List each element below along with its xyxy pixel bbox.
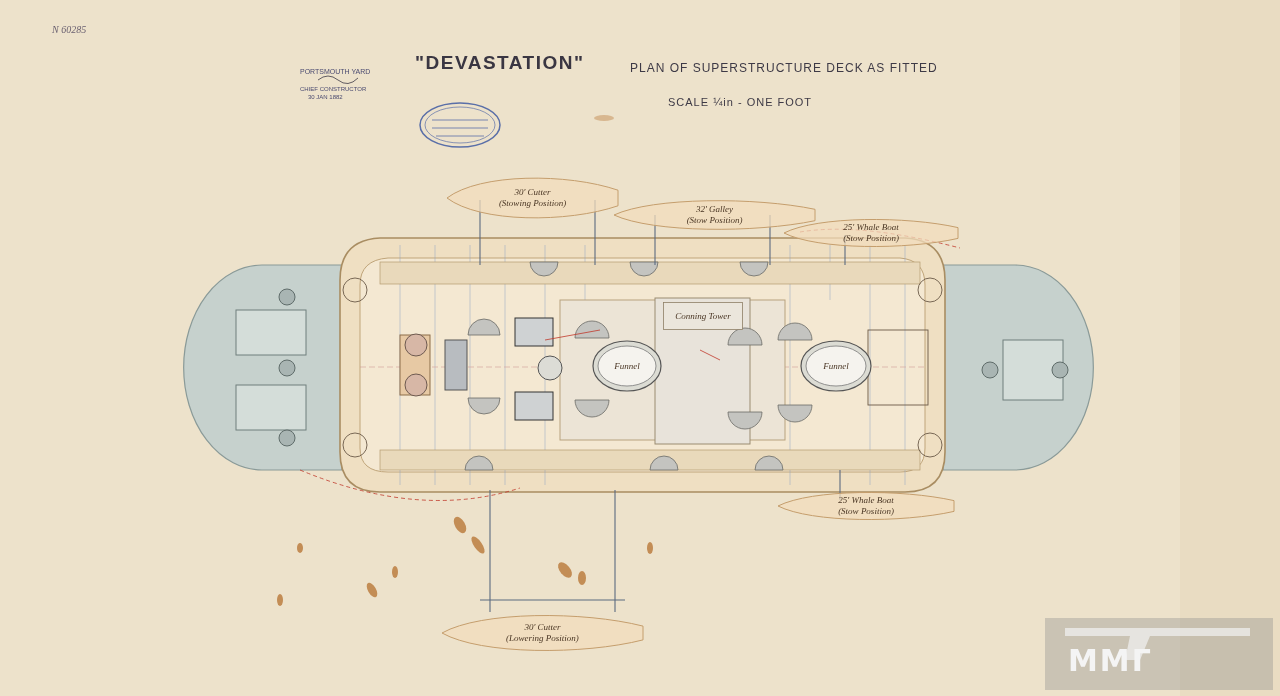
davits bbox=[480, 200, 845, 612]
funnel-outer bbox=[593, 341, 661, 391]
boat-name: Conning Tower bbox=[675, 311, 730, 322]
yard-stamp: PORTSMOUTH YARD bbox=[300, 68, 370, 75]
frame-lines bbox=[360, 245, 925, 485]
fittings bbox=[343, 278, 942, 457]
boat-hull bbox=[614, 201, 815, 230]
boat-name: 30' Cutter bbox=[524, 622, 560, 633]
red-lines bbox=[300, 229, 960, 500]
hatch bbox=[236, 385, 306, 430]
ventilators bbox=[465, 262, 812, 470]
boat-outline: 32' Galley(Stow Position) bbox=[612, 196, 817, 234]
boat-name: 25' Whale Boat bbox=[838, 495, 893, 506]
machinery bbox=[400, 318, 562, 420]
drawing-number: N 60285 bbox=[52, 24, 86, 35]
boat-name: 25' Whale Boat bbox=[843, 222, 898, 233]
signature bbox=[318, 76, 358, 84]
boat-name: 32' Galley bbox=[696, 204, 733, 215]
tower-box: Conning Tower bbox=[663, 302, 743, 330]
watermark-box bbox=[1045, 618, 1273, 690]
tower-frame bbox=[664, 303, 743, 330]
paper-stain bbox=[1180, 0, 1280, 696]
position-note: (Lowering Position) bbox=[506, 633, 579, 644]
boat-outline: 30' Cutter(Stowing Position) bbox=[445, 172, 620, 224]
stamp-title: CHIEF CONSTRUCTOR bbox=[300, 86, 366, 92]
walkway bbox=[380, 450, 920, 470]
stamp-lines bbox=[432, 120, 488, 136]
boat-hull bbox=[784, 219, 958, 246]
stamp bbox=[425, 107, 495, 143]
scale-note: SCALE ¼in - ONE FOOT bbox=[668, 96, 812, 108]
boat-hull bbox=[778, 492, 954, 519]
hatch bbox=[236, 310, 306, 355]
funnel-inner bbox=[806, 346, 866, 386]
position-note: (Stowing Position) bbox=[499, 198, 566, 209]
end-platform bbox=[184, 265, 342, 470]
funnel-casing: Funnel bbox=[800, 340, 872, 392]
deck-inner bbox=[360, 258, 925, 472]
boat-hull bbox=[447, 178, 618, 218]
end-platform bbox=[943, 265, 1093, 470]
boat-outline: 25' Whale Boat(Stow Position) bbox=[776, 488, 956, 524]
funnel-outer bbox=[801, 341, 871, 391]
watermark: ММГ bbox=[1068, 643, 1153, 678]
boat-name: 30' Cutter bbox=[514, 187, 550, 198]
boat-outline: 25' Whale Boat(Stow Position) bbox=[782, 215, 960, 251]
walkway bbox=[380, 262, 920, 284]
boat-hull bbox=[442, 616, 643, 651]
boat-name: Funnel bbox=[823, 361, 849, 372]
stamp-date: 30 JAN 1882 bbox=[308, 94, 343, 100]
position-note: (Stow Position) bbox=[687, 215, 743, 226]
boat-name: Funnel bbox=[614, 361, 640, 372]
stamp bbox=[420, 103, 500, 147]
position-note: (Stow Position) bbox=[838, 506, 894, 517]
funnel-inner bbox=[598, 346, 656, 386]
funnel-casing: Funnel bbox=[592, 340, 662, 392]
deck-outline bbox=[340, 238, 945, 492]
position-note: (Stow Position) bbox=[843, 233, 899, 244]
drawing-title: "DEVASTATION" bbox=[415, 52, 584, 74]
boat-outline: 30' Cutter(Lowering Position) bbox=[440, 610, 645, 656]
drawing-subtitle: PLAN OF SUPERSTRUCTURE DECK AS FITTED bbox=[630, 61, 938, 75]
